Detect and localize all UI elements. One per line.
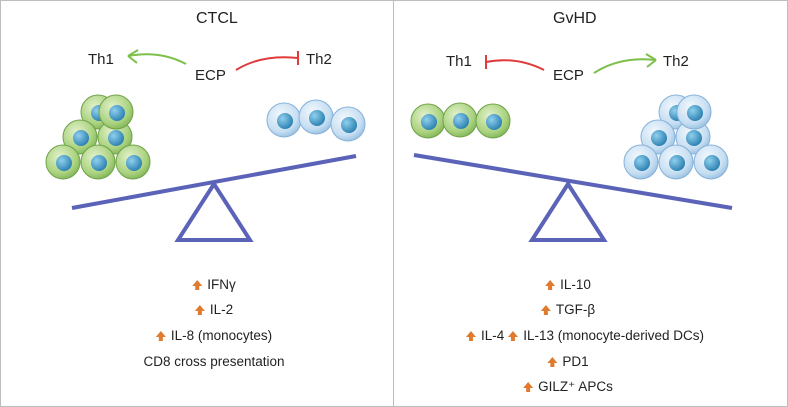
right-th2-label: Th2 bbox=[663, 53, 689, 70]
th1-cell-icon bbox=[475, 103, 511, 139]
right-promote-arrow-icon bbox=[593, 53, 657, 74]
right-ecp-label: ECP bbox=[553, 67, 584, 84]
left-inhibit-arrow-icon bbox=[235, 51, 299, 71]
th1-cell-icon bbox=[442, 102, 478, 138]
left-balance-scale bbox=[71, 154, 357, 242]
th2-cell-icon bbox=[298, 99, 334, 135]
th1-cell-icon bbox=[80, 144, 116, 180]
left-panel-title: CTCL bbox=[196, 10, 238, 27]
th2-cell-icon bbox=[640, 119, 676, 155]
up-arrow-icon bbox=[194, 305, 205, 315]
th2-cell-icon bbox=[693, 144, 729, 180]
right-th1-label: Th1 bbox=[446, 53, 472, 70]
th2-cell-icon bbox=[676, 94, 712, 130]
up-arrow-icon bbox=[545, 280, 556, 290]
th2-cell-icon bbox=[330, 106, 366, 142]
cell-clusters bbox=[45, 94, 729, 180]
left-factor-ifng: IFNγ bbox=[192, 277, 236, 293]
right-inhibit-arrow-icon bbox=[485, 55, 545, 71]
left-factor-cd8: CD8 cross presentation bbox=[143, 354, 285, 369]
th2-cell-icon bbox=[266, 102, 302, 138]
right-factor-il10: IL-10 bbox=[545, 277, 591, 293]
th2-cell-icon bbox=[623, 144, 659, 180]
up-arrow-icon bbox=[508, 331, 519, 341]
right-factor-gilz: GILZ⁺ APCs bbox=[523, 379, 613, 395]
right-balance-scale bbox=[413, 153, 733, 242]
th2-cell-icon bbox=[658, 144, 694, 180]
th2-cell-icon bbox=[675, 119, 711, 155]
th1-cell-icon bbox=[410, 103, 446, 139]
right-panel-title: GvHD bbox=[553, 10, 597, 27]
th1-cell-icon bbox=[98, 94, 134, 130]
left-factor-il8: IL-8 (monocytes) bbox=[155, 328, 272, 344]
up-arrow-icon bbox=[523, 382, 534, 392]
up-arrow-icon bbox=[540, 305, 551, 315]
up-arrow-icon bbox=[547, 357, 558, 367]
left-th1-label: Th1 bbox=[88, 51, 114, 68]
right-factor-pd1: PD1 bbox=[547, 354, 589, 370]
left-promote-arrow-icon bbox=[127, 49, 187, 65]
right-factor-tgfb: TGF-β bbox=[540, 302, 595, 318]
th1-cell-icon bbox=[45, 144, 81, 180]
left-factor-il2: IL-2 bbox=[194, 302, 233, 318]
th1-cell-icon bbox=[115, 144, 151, 180]
th1-cell-icon bbox=[62, 119, 98, 155]
panel-divider bbox=[393, 0, 394, 407]
left-ecp-label: ECP bbox=[195, 67, 226, 84]
up-arrow-icon bbox=[192, 280, 203, 290]
up-arrow-icon bbox=[155, 331, 166, 341]
up-arrow-icon bbox=[465, 331, 476, 341]
left-th2-label: Th2 bbox=[306, 51, 332, 68]
